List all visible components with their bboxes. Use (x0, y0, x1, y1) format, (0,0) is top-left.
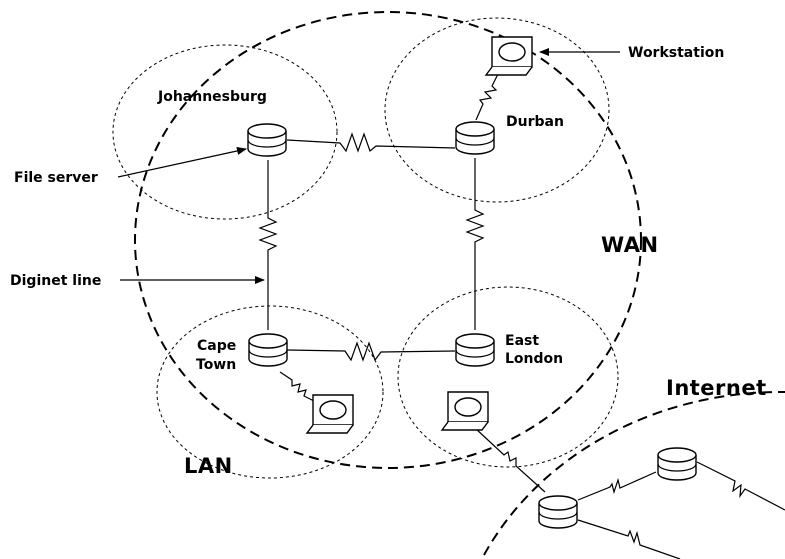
server-johannesburg (247, 123, 287, 157)
label-file-server: File server (14, 170, 98, 186)
label-east: East (505, 333, 539, 349)
server-east-london (455, 333, 495, 367)
link-eastlondon-ws-internet (474, 427, 546, 493)
label-durban: Durban (506, 114, 564, 130)
workstation-durban (485, 36, 533, 76)
server-internet-1 (538, 495, 578, 529)
link-internet-2 (696, 461, 785, 511)
wan-boundary (134, 11, 642, 469)
internet-boundary (483, 390, 785, 556)
lan-circle-cape-town (156, 305, 384, 479)
link-durban-eastlondon (465, 158, 485, 330)
label-diginet-line: Diginet line (10, 273, 101, 289)
label-wan: WAN (601, 233, 659, 257)
lan-circle-durban (384, 17, 610, 203)
label-cape: Cape (197, 338, 236, 354)
link-capetown-workstation (279, 371, 319, 404)
link-internet-1 (577, 471, 657, 501)
label-town: Town (196, 357, 236, 373)
label-johannesburg: Johannesburg (157, 89, 267, 105)
workstation-cape-town (306, 394, 354, 434)
lan-circle-east-london (397, 286, 619, 468)
link-internet-3 (577, 519, 681, 559)
label-internet: Internet (666, 376, 767, 400)
file-server-arrow (117, 147, 247, 178)
link-johannesburg-durban (286, 132, 456, 153)
lan-circle-johannesburg (112, 44, 338, 220)
link-johannesburg-capetown (258, 160, 278, 330)
server-cape-town (248, 333, 288, 367)
server-internet-2 (657, 447, 697, 481)
label-london: London (505, 351, 563, 367)
link-durban-workstation (475, 73, 499, 121)
label-workstation: Workstation (628, 45, 724, 61)
link-capetown-eastlondon (286, 341, 456, 362)
workstation-east-london (441, 391, 489, 431)
server-durban (455, 121, 495, 155)
label-lan: LAN (184, 454, 233, 478)
